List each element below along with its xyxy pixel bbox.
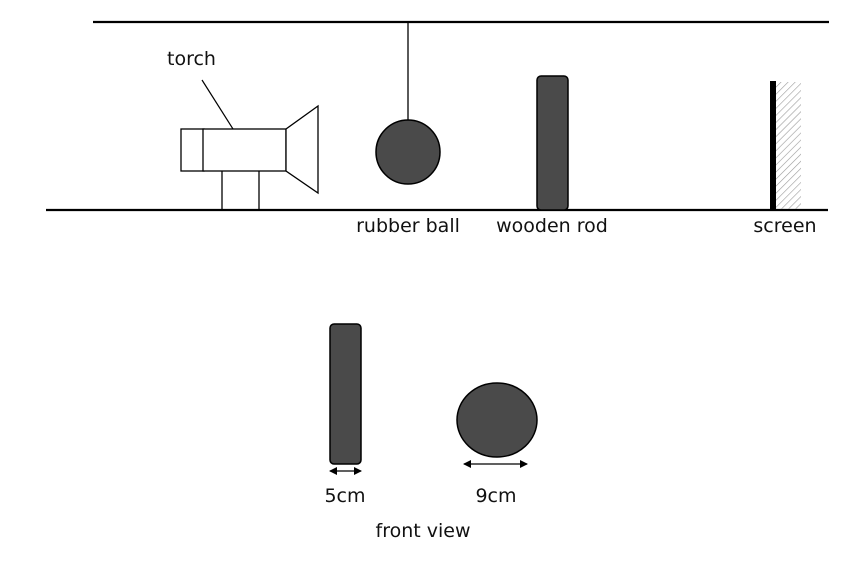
- screen-label: screen: [753, 215, 816, 237]
- wooden-rod-label: wooden rod: [496, 215, 608, 237]
- torch-label: torch: [167, 48, 216, 70]
- ball-width-label: 9cm: [475, 485, 516, 507]
- front-view-label: front view: [376, 520, 471, 542]
- front-wooden-rod: [329, 323, 362, 465]
- wooden-rod: [536, 75, 569, 211]
- rubber-ball-label: rubber ball: [356, 215, 460, 237]
- torch-cap: [180, 128, 205, 172]
- torch: [180, 104, 319, 210]
- front-rubber-ball: [456, 382, 538, 458]
- rubber-ball: [375, 119, 441, 185]
- rod-width-label: 5cm: [324, 485, 365, 507]
- torch-label-leader: [201, 79, 234, 130]
- torch-head: [285, 104, 319, 195]
- torch-body: [202, 128, 287, 172]
- screen: [770, 81, 776, 210]
- screen-shadow-hatch: [776, 82, 801, 209]
